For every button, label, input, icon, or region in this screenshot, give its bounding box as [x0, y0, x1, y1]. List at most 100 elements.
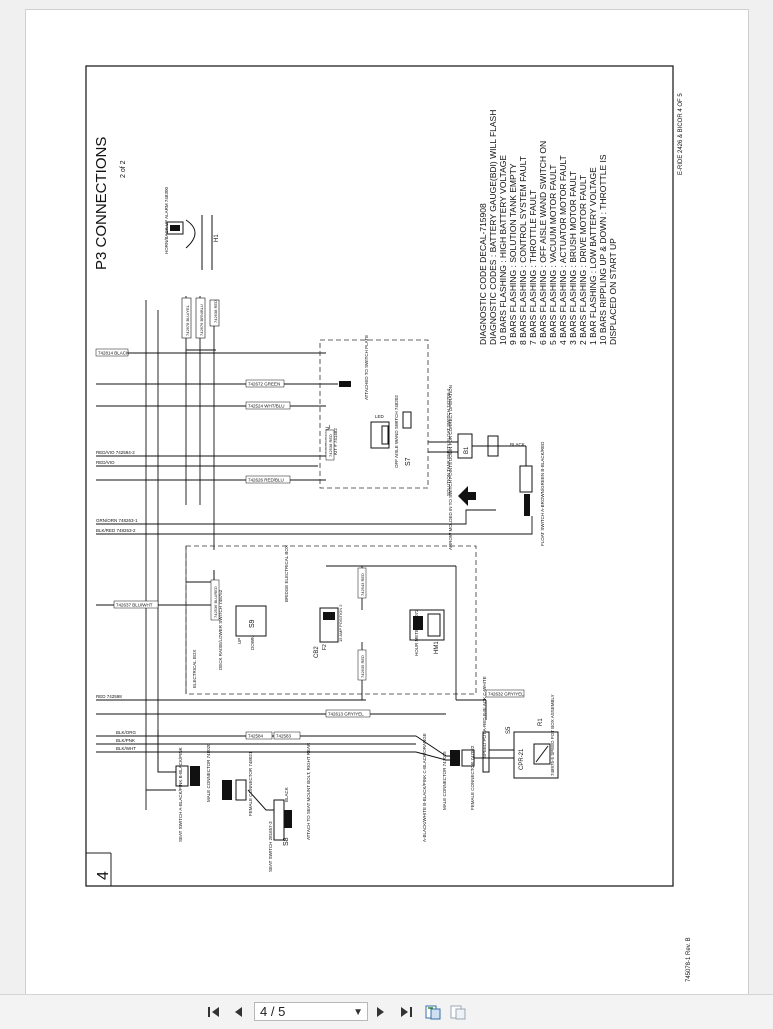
wire-label: 742814 BLACK [98, 351, 129, 356]
seat-switch-pins-label: SEAT SWITCH A-BLACK/PINK B-BLACK/PINK [178, 747, 183, 842]
wire-label: 742538 RED [328, 434, 333, 457]
page-number-value: 4 / 5 [260, 1004, 286, 1019]
hour-meter-tag: HM1 [434, 641, 440, 654]
horn-component: HORN/BACK UP ALARM 748300 H1 [164, 187, 220, 270]
wire-label: GRN/ORN 748263-1 [96, 518, 138, 523]
down-label: DOWN [250, 636, 255, 650]
off-aisle-label: OFF AISLE WAND SWITCH 748202 [394, 395, 399, 468]
doc-reference: E-RIDE 2426 & BICOR 4 OF 5 [678, 93, 684, 175]
male-connector-label: MALE CONNECTOR 748020 [206, 743, 211, 802]
horn-tag: H1 [214, 234, 220, 242]
seat-switch-label: SEAT SWITCH 281657-3 [268, 821, 273, 872]
seat-switch: SEAT SWITCH A-BLACK/PINK B-BLACK/PINK MA… [146, 730, 311, 872]
cb2-label: CB2 [314, 646, 320, 658]
deck-tag: S9 [249, 619, 256, 628]
arrow-note: ARROW MOLDED IN TO SWITCH POINTS DOWN FO… [448, 385, 453, 550]
last-page-icon [401, 1007, 412, 1017]
diagnostic-line: 9 BARS FLASHING : SOLUTION TANK EMPTY [508, 163, 518, 345]
led-label: LED [375, 414, 385, 419]
viewer-toolbar: 4 / 5 ▼ [0, 994, 773, 1029]
wire-label: 742672 GREEN [248, 382, 280, 387]
speed-pot-label: SPEED POT A-RED B-BLACK C-WHITE [482, 676, 487, 758]
hour-meter-label: HOUR METER 748072 [414, 609, 419, 656]
diagnostic-line: DIAGNOSTIC CODES : BATTERY GAUGE(BDI) WI… [488, 110, 498, 345]
wire-label: 742632 GRY/YEL [488, 692, 524, 697]
wire-label: 742638 RED [213, 300, 218, 323]
diagnostic-line: 10 BARS FLASHING : HIGH BATTERY VOLTAGE [498, 155, 508, 345]
tank-float-switch: SOLUTION TANK EMPTY FLOAT SWITCH 742709-… [428, 385, 545, 550]
diagnostic-line: 6 BARS FLASHING : OFF AISLE WAND SWITCH … [538, 141, 548, 345]
wire-label: 742536 BLU/RED [213, 586, 218, 618]
next-page-icon [377, 1007, 384, 1017]
wire-label: 742635 RED [360, 655, 365, 678]
diagnostic-line: 5 BARS FLASHING : VACUUM MOTOR FAULT [548, 165, 558, 345]
f2-label: F2 [322, 644, 328, 650]
pot-assembly-label: 748975-5 SPEED POT BOX ASSEMBLY [550, 694, 555, 776]
diagnostic-line: 7 BARS FLASHING : THROTTLE FAULT [528, 190, 538, 345]
last-page-button[interactable] [397, 1003, 415, 1021]
black-wire-label: BLACK [284, 787, 289, 802]
diagnostic-line: DISPLACED ON START UP [608, 238, 618, 345]
female-connector-label: FEMALE CONNECTOR 747022 [470, 745, 475, 810]
cb-rating-label: 15 AMP POSITION 2 [338, 604, 343, 642]
wire-label: BLACK [510, 442, 525, 447]
off-aisle-tag: S7 [405, 457, 412, 466]
kit-label: KIT # 741482 [333, 428, 338, 455]
wire-label: 742637 BLU/WHT [116, 603, 153, 608]
diagnostic-line: 1 BAR FLASHING : LOW BATTERY VOLTAGE [588, 167, 598, 345]
attach-seat-label: ATTACH TO SEAT MOUNT BOLT, RIGHT REAR [306, 742, 311, 840]
s5-tag: S5 [506, 726, 512, 734]
diagnostic-codes: DIAGNOSTIC CODE DECAL-715908 DIAGNOSTIC … [478, 110, 618, 345]
diagnostic-line: 3 BARS FLASHING : BRUSH MOTOR FAULT [568, 171, 578, 345]
horn-wire-tags: 742678 BLU/YEL 742676 BRN/BLU 742638 RED [181, 297, 220, 339]
male-connector-label: MALE CONNECTOR 747025 [442, 751, 447, 810]
wire-label: 742626 RED/BLU [248, 478, 284, 483]
diagnostic-line: 10 BARS RIPPLING UP & DOWN : THROTTLE IS [598, 154, 608, 345]
up-label: UP [237, 638, 242, 644]
diagnostic-line: 4 BARS FLASHING : ACTUATOR MOTOR FAULT [558, 155, 568, 345]
first-page-button[interactable] [205, 1003, 223, 1021]
diagnostic-heading: DIAGNOSTIC CODE DECAL-715908 [478, 203, 488, 345]
tank-switch-label: SOLUTION TANK EMPTY FLOAT SWITCH 742709-… [446, 388, 451, 496]
previous-page-icon [235, 1007, 242, 1017]
wire-label: BLK/PNK [116, 738, 135, 743]
diagnostic-line: 8 BARS FLASHING : CONTROL SYSTEM FAULT [518, 156, 528, 345]
wire-label: BLK/ORG [116, 730, 137, 735]
r1-tag: R1 [538, 718, 544, 726]
electrical-box-label: ELECTRICAL BOX [192, 650, 197, 688]
attached-label: ATTACHED TO SWITCH PLATE [364, 335, 369, 400]
off-aisle-switch: OPTIONAL KIT # 741482 OFF AISLE WAND SWI… [325, 335, 412, 468]
seat-switch-tag: S8 [283, 837, 290, 846]
fit-width-icon [450, 1005, 466, 1020]
deck-switch: S9 UP DOWN DECK RAISE/LOWER SWITCH 74875… [186, 545, 289, 688]
fit-width-button[interactable] [449, 1003, 467, 1021]
speed-pot-connectors: A-BLACK/WHITE B-BLACK/PINK C-BLACK/ORANG… [415, 733, 514, 842]
sheet-subtitle: 2 of 2 [120, 160, 127, 178]
next-page-button[interactable] [372, 1003, 390, 1021]
tank-tag: B1 [464, 446, 470, 454]
wire-label: 742543 RED [360, 573, 365, 596]
sheet-title: P3 CONNECTIONS [93, 137, 110, 270]
page-number-select[interactable]: 4 / 5 ▼ [254, 1002, 368, 1021]
bridge-label: BRIDGE ELECTRICAL BOX [284, 545, 289, 602]
female-connector-label: FEMALE CONNECTOR 748021 [248, 751, 253, 816]
pdf-page: P3 CONNECTIONS 2 of 2 4 E-RIDE 2426 & BI… [25, 9, 749, 996]
sheet-number: 4 [95, 871, 112, 880]
fit-page-button[interactable] [424, 1003, 442, 1021]
deck-label: DECK RAISE/LOWER SWITCH 748752 [218, 589, 223, 670]
previous-page-button[interactable] [229, 1003, 247, 1021]
cpr-tag: CPR-21 [519, 748, 525, 770]
diagnostic-line: 2 BARS FLASHING : DRIVE MOTOR FAULT [578, 175, 588, 345]
fit-page-icon [425, 1005, 441, 1020]
wire-label: 742583 [276, 734, 292, 739]
wire-label: RED/VIO 742594-2 [96, 450, 135, 455]
wire-label: RED/VIO [96, 460, 115, 465]
wire-labels: 742814 BLACK 742672 GREEN 742524 WHT/BLU… [95, 348, 525, 751]
wire-label: BLK/WHT [116, 746, 136, 751]
float-switch-label: FLOAT SWITCH A-BROWN/GREEN B-BLACK/RED [540, 441, 545, 546]
chevron-down-icon: ▼ [353, 1007, 363, 1018]
speed-pot-assembly: SPEED POT A-RED B-BLACK C-WHITE S5 CPR-2… [482, 676, 559, 779]
wire-label: RED 742598 [96, 694, 122, 699]
wire-label: BLK/RED 748263-2 [96, 528, 136, 533]
circuit-breaker: CB2 F2 15 AMP POSITION 2 [314, 604, 343, 658]
